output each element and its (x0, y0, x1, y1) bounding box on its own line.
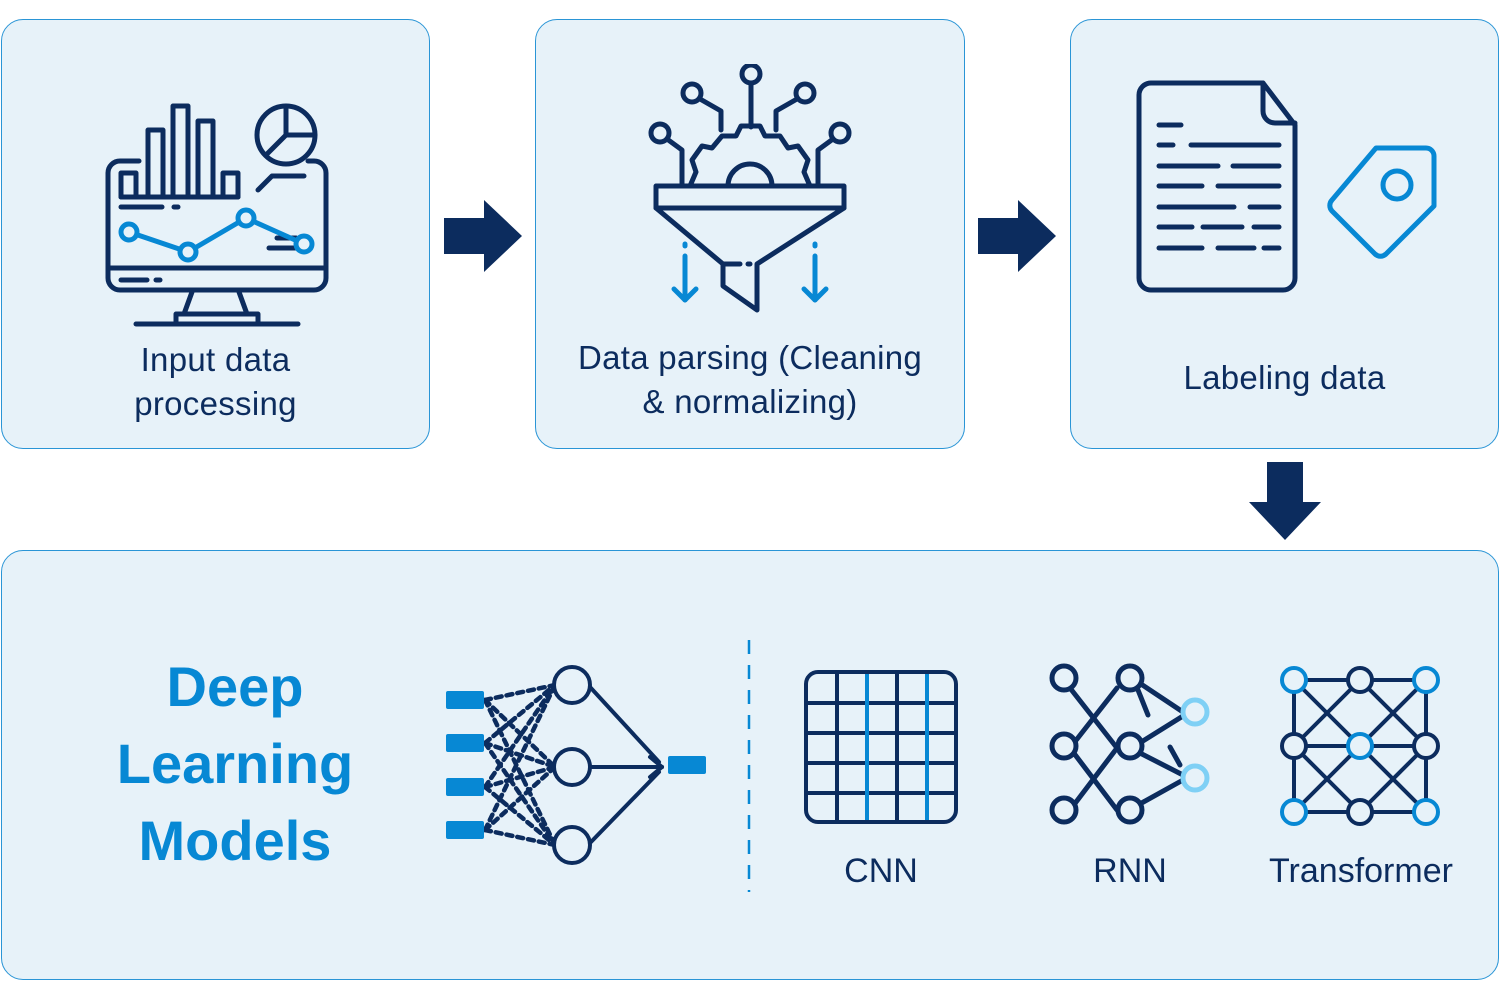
document-tag-icon (1136, 80, 1437, 293)
transformer-mesh-icon (1280, 666, 1440, 826)
arrow-down-icon (1249, 462, 1321, 540)
model-label-cnn: CNN (844, 852, 918, 890)
step-label-line: Data parsing (Cleaning (577, 339, 923, 376)
cnn-grid-icon (804, 670, 958, 824)
monitor-analytics-icon (105, 103, 329, 327)
heading-line: Deep (166, 655, 304, 718)
dashed-divider (747, 640, 751, 892)
models-heading: Deep Learning Models (40, 648, 430, 879)
step-label-line: Input data (140, 341, 291, 378)
arrow-right-icon (444, 200, 522, 272)
step-label-line: Labeling data (1183, 359, 1386, 396)
funnel-gear-icon (648, 64, 852, 313)
step-label-line: processing (134, 385, 297, 422)
heading-line: Learning (116, 732, 354, 795)
step-label: Labeling data (1071, 356, 1498, 400)
rnn-graph-icon (1049, 663, 1210, 825)
step-card-input-processing: Input data processing (1, 19, 430, 449)
step-label-line: & normalizing) (642, 383, 858, 420)
arrow-right-icon (978, 200, 1056, 272)
neural-network-icon (446, 665, 706, 865)
model-label-transformer: Transformer (1269, 852, 1453, 890)
step-card-data-parsing: Data parsing (Cleaning & normalizing) (535, 19, 965, 449)
step-card-labeling: Labeling data (1070, 19, 1499, 449)
heading-line: Models (138, 809, 332, 872)
step-label: Input data processing (2, 338, 429, 426)
model-label-rnn: RNN (1093, 852, 1167, 890)
step-label: Data parsing (Cleaning & normalizing) (536, 336, 964, 424)
